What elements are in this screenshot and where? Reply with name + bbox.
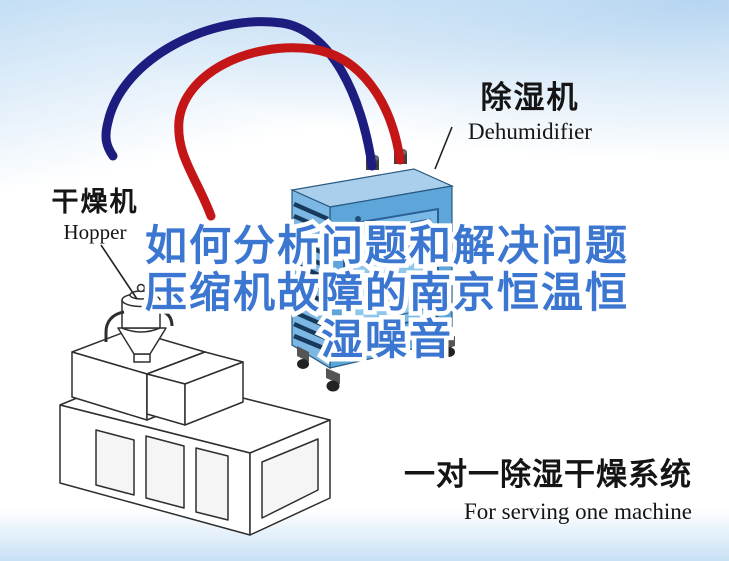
- headline-line-2-text: 压缩机故障的南京恒温恒: [144, 268, 629, 317]
- headline-line-3-text: 湿噪音: [320, 315, 453, 364]
- headline-line-2-outline: 压缩机故障的南京恒温恒: [140, 265, 631, 321]
- red-hose: [174, 43, 405, 221]
- hopper-label: 干燥机 Hopper: [42, 180, 148, 245]
- pointer-line-dehumidifier: [434, 126, 453, 170]
- blue-hose: [101, 17, 377, 171]
- headline-line-2: 压缩机故障的南京恒温恒 压缩机故障的南京恒温恒: [45, 265, 729, 321]
- headline-line-1-outline: 如何分析问题和解决问题: [140, 218, 631, 274]
- dehumidifier-label-en: Dehumidifier: [468, 119, 592, 144]
- dehumidifier-louvers: [293, 201, 329, 353]
- caption-block: 一对一除湿干燥系统 For serving one machine: [404, 449, 692, 525]
- hopper-funnel: [104, 283, 174, 363]
- caster-wheels: [297, 336, 455, 392]
- caption-title-cn: 一对一除湿干燥系统: [404, 457, 692, 493]
- dehumidifier-unit: [289, 148, 455, 392]
- caption-subtitle-en: For serving one machine: [463, 499, 692, 524]
- dehumidifier-label-cn: 除湿机: [480, 80, 580, 116]
- headline-overlay: 如何分析问题和解决问题 如何分析问题和解决问题 压缩机故障的南京恒温恒 压缩机故…: [45, 218, 729, 368]
- headline-line-1-text: 如何分析问题和解决问题: [144, 221, 629, 270]
- headline-line-3-outline: 湿噪音: [316, 312, 455, 368]
- hopper-label-cn: 干燥机: [51, 187, 139, 218]
- extruder-machine: [59, 283, 331, 536]
- pointer-line-hopper: [100, 244, 138, 300]
- headline-line-3: 湿噪音 湿噪音: [45, 312, 729, 368]
- dehumidifier-label: 除湿机 Dehumidifier: [446, 72, 614, 145]
- headline-line-1: 如何分析问题和解决问题 如何分析问题和解决问题: [45, 218, 729, 274]
- hopper-label-en: Hopper: [63, 220, 127, 244]
